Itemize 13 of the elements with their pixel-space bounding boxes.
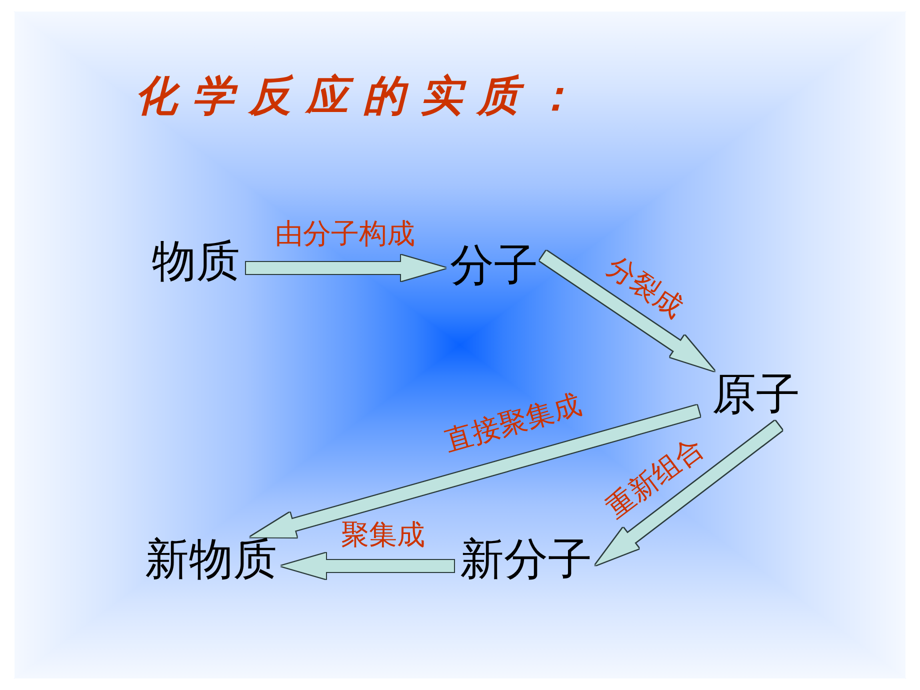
edge-label: 重新组合 <box>601 432 709 524</box>
concept-label: 分子 <box>450 244 538 288</box>
edge-label: 由分子构成 <box>275 219 415 249</box>
concept-label: 物质 <box>152 240 240 284</box>
concept-label: 原子 <box>712 373 800 417</box>
concept-label: 新物质 <box>145 538 277 582</box>
edge-label: 直接聚集成 <box>442 389 584 457</box>
concept-label: 新分子 <box>460 538 592 582</box>
edge-label: 分裂成 <box>602 251 688 323</box>
arrow <box>281 553 454 579</box>
edge-label: 聚集成 <box>341 520 425 550</box>
slide-title: 化学反应的实质： <box>135 72 576 120</box>
arrow <box>246 255 446 281</box>
